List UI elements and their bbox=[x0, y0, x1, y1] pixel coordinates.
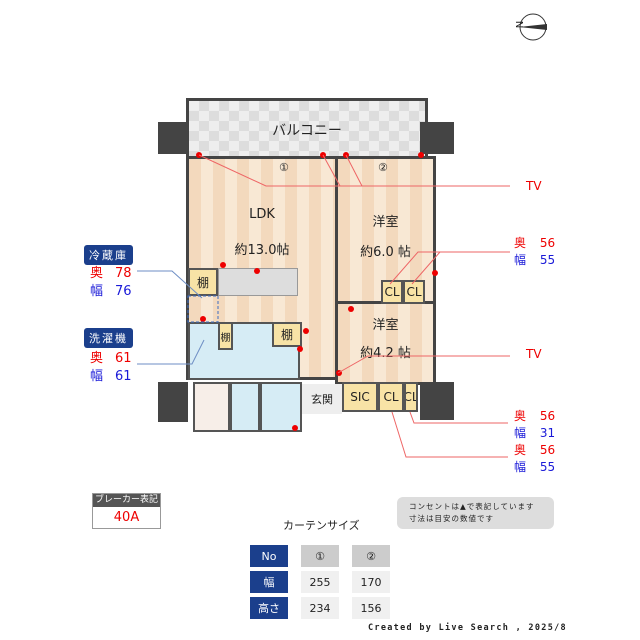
closet: CL bbox=[403, 280, 425, 304]
outlet-marker bbox=[254, 268, 260, 274]
depth-value: 78 bbox=[115, 266, 132, 281]
depth-label: 奥 bbox=[90, 266, 104, 281]
closet-label: CL bbox=[406, 285, 422, 299]
closet: CL bbox=[404, 382, 418, 412]
breaker-title: ブレーカー表記 bbox=[93, 494, 160, 507]
width-label: 幅 bbox=[514, 253, 527, 267]
fridge-badge: 冷蔵庫 bbox=[84, 245, 133, 265]
room-western-2: 洋室 約4.2 帖 bbox=[335, 301, 436, 385]
fridge-dimensions: 奥 78 幅 76 bbox=[90, 265, 132, 301]
washer-dimensions: 奥 61 幅 61 bbox=[90, 350, 132, 386]
table-header: ① bbox=[301, 545, 339, 567]
depth-value: 56 bbox=[539, 409, 556, 423]
outlet-marker bbox=[432, 270, 438, 276]
table-cell: 255 bbox=[301, 571, 339, 593]
table-header: No bbox=[250, 545, 288, 567]
closet-label: CL bbox=[383, 390, 399, 404]
curtain-title: カーテンサイズ bbox=[283, 519, 360, 532]
compass: N bbox=[513, 12, 553, 42]
credit-text: Created by Live Search , 2025/8 bbox=[368, 623, 567, 633]
outlet-marker bbox=[303, 328, 309, 334]
toilet bbox=[260, 382, 302, 432]
note-dimensions: 寸法は目安の数値です bbox=[409, 514, 494, 523]
balcony: バルコニー bbox=[186, 98, 428, 158]
corridor bbox=[193, 382, 230, 432]
depth-value: 61 bbox=[115, 351, 132, 366]
balcony-label: バルコニー bbox=[272, 122, 342, 139]
ldk-name: LDK bbox=[249, 207, 275, 222]
western-1-size: 約6.0 帖 bbox=[360, 245, 411, 260]
row-label: 高さ bbox=[250, 597, 288, 619]
shelf-label: 棚 bbox=[280, 328, 293, 342]
width-value: 61 bbox=[115, 369, 132, 384]
shelf-label: 棚 bbox=[220, 332, 231, 344]
width-value: 55 bbox=[539, 460, 556, 474]
row-label: 幅 bbox=[250, 571, 288, 593]
outlet-marker bbox=[348, 306, 354, 312]
closet: CL bbox=[381, 280, 403, 304]
entrance: 玄関 bbox=[302, 384, 342, 414]
depth-value: 56 bbox=[539, 236, 556, 250]
closet-dimensions: 奥 56 幅 31 奥 56 幅 55 bbox=[514, 408, 555, 476]
closet: CL bbox=[378, 382, 404, 412]
compass-icon bbox=[519, 13, 547, 41]
width-label: 幅 bbox=[90, 284, 104, 299]
breaker-box: ブレーカー表記 40A bbox=[92, 493, 161, 529]
shelf-label: 棚 bbox=[196, 275, 209, 290]
depth-label: 奥 bbox=[514, 409, 527, 423]
pillar bbox=[420, 122, 454, 154]
table-header: ② bbox=[352, 545, 390, 567]
table-cell: 156 bbox=[352, 597, 390, 619]
shelf: 棚 bbox=[218, 322, 233, 350]
pillar bbox=[158, 382, 188, 422]
width-label: 幅 bbox=[90, 369, 104, 384]
tv-label: TV bbox=[526, 347, 542, 361]
depth-label: 奥 bbox=[514, 236, 527, 250]
width-value: 55 bbox=[539, 253, 556, 267]
tv-label: TV bbox=[526, 179, 542, 193]
outlet-marker bbox=[297, 346, 303, 352]
width-value: 31 bbox=[539, 426, 556, 440]
western-1-name: 洋室 bbox=[372, 215, 399, 230]
window-number-2: ② bbox=[378, 161, 388, 174]
note-outlet: コンセントは▲で表記しています bbox=[409, 502, 535, 511]
pillar bbox=[420, 382, 454, 420]
width-value: 76 bbox=[115, 284, 132, 299]
depth-value: 56 bbox=[539, 443, 556, 457]
depth-label: 奥 bbox=[514, 443, 527, 457]
western-2-name: 洋室 bbox=[372, 318, 399, 333]
room-western-1: ② 洋室 約6.0 帖 bbox=[335, 156, 436, 304]
outlet-marker bbox=[200, 316, 206, 322]
washer-title: 洗濯機 bbox=[89, 332, 128, 345]
bathroom bbox=[230, 382, 260, 432]
table-cell: 234 bbox=[301, 597, 339, 619]
western-2-size: 約4.2 帖 bbox=[360, 346, 411, 361]
pillar bbox=[158, 122, 188, 154]
depth-label: 奥 bbox=[90, 351, 104, 366]
outlet-marker bbox=[292, 425, 298, 431]
closet-label: CL bbox=[384, 285, 400, 299]
entrance-label: 玄関 bbox=[311, 393, 333, 406]
width-label: 幅 bbox=[514, 426, 527, 440]
fridge-title: 冷蔵庫 bbox=[89, 249, 128, 262]
ldk-size: 約13.0帖 bbox=[234, 243, 290, 258]
sic-label: SIC bbox=[350, 390, 370, 404]
washer-badge: 洗濯機 bbox=[84, 328, 133, 348]
breaker-value: 40A bbox=[113, 510, 140, 525]
table-cell: 170 bbox=[352, 571, 390, 593]
shelf: 棚 bbox=[272, 322, 302, 347]
width-label: 幅 bbox=[514, 460, 527, 474]
closet-label: CL bbox=[404, 390, 418, 404]
closet-dimensions: 奥 56 幅 55 bbox=[514, 235, 555, 269]
shelf: 棚 bbox=[188, 268, 218, 296]
window-number-1: ① bbox=[279, 161, 289, 174]
notes-box: コンセントは▲で表記しています 寸法は目安の数値です bbox=[397, 497, 554, 529]
outlet-marker bbox=[220, 262, 226, 268]
outlet-marker bbox=[418, 152, 424, 158]
sic: SIC bbox=[342, 382, 378, 412]
